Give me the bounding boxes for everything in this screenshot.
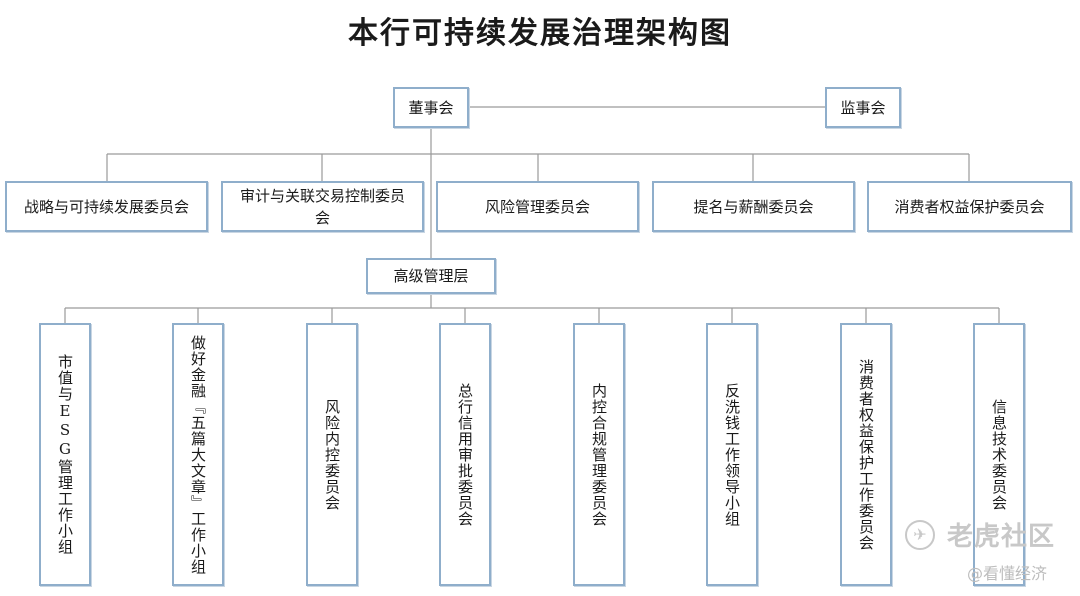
diagram-title: 本行可持续发展治理架构图 (348, 16, 732, 51)
committee-strategy: 战略与可持续发展委员会 (5, 181, 208, 232)
committee-consumer: 消费者权益保护委员会 (867, 181, 1072, 232)
watermark-brand: 老虎社区 (947, 522, 1056, 552)
group-label: 市值与ESG管理工作小组 (56, 354, 74, 555)
group-label: 信息技术委员会 (990, 398, 1008, 511)
watermark: ✈ 老虎社区 @看懂经济 (905, 514, 1075, 594)
supervisors-box: 监事会 (825, 87, 901, 128)
group-label: 内控合规管理委员会 (590, 382, 608, 527)
tiger-logo-icon: ✈ (905, 520, 935, 550)
watermark-sub: @看懂经济 (967, 564, 1048, 583)
group-it: 信息技术委员会 (973, 323, 1025, 586)
group-label: 反洗钱工作领导小组 (723, 382, 741, 527)
committee-nomination: 提名与薪酬委员会 (652, 181, 855, 232)
group-risk-control: 风险内控委员会 (306, 323, 358, 586)
board-box: 董事会 (393, 87, 469, 128)
senior-management-box: 高级管理层 (366, 258, 496, 294)
group-label: 风险内控委员会 (323, 398, 341, 511)
committee-audit: 审计与关联交易控制委员会 (221, 181, 424, 232)
group-consumer-protection: 消费者权益保护工作委员会 (840, 323, 892, 586)
group-compliance: 内控合规管理委员会 (573, 323, 625, 586)
group-credit-approval: 总行信用审批委员会 (439, 323, 491, 586)
group-label: 做好金融『五篇大文章』工作小组 (189, 334, 207, 575)
group-label: 消费者权益保护工作委员会 (857, 358, 875, 551)
committee-risk: 风险管理委员会 (436, 181, 639, 232)
group-five-articles: 做好金融『五篇大文章』工作小组 (172, 323, 224, 586)
group-anti-money-laundering: 反洗钱工作领导小组 (706, 323, 758, 586)
group-market-value-esg: 市值与ESG管理工作小组 (39, 323, 91, 586)
group-label: 总行信用审批委员会 (456, 382, 474, 527)
